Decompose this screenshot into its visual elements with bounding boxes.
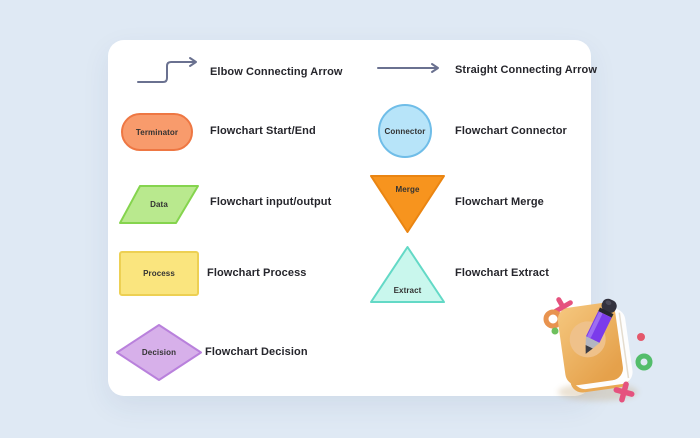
data-shape: Data bbox=[118, 184, 200, 225]
connector-shape: Connector bbox=[377, 103, 433, 159]
terminator-pill bbox=[121, 113, 193, 151]
extract-shape: Extract bbox=[369, 245, 446, 304]
elbow-arrow-icon bbox=[136, 56, 202, 88]
green-dot-icon bbox=[551, 327, 559, 335]
pencil-eraser-cap bbox=[601, 298, 617, 313]
notebook-pencil-illustration bbox=[536, 288, 668, 410]
process-rectangle bbox=[119, 251, 199, 296]
elbow-arrow-title: Elbow Connecting Arrow bbox=[210, 66, 343, 78]
elbow-arrow-line bbox=[137, 61, 196, 83]
legend-card bbox=[108, 40, 591, 396]
connector-title: Flowchart Connector bbox=[455, 125, 567, 137]
data-parallelogram bbox=[119, 185, 199, 224]
pencil-cap-band bbox=[598, 307, 614, 318]
merge-title: Flowchart Merge bbox=[455, 196, 544, 208]
pencil-icon bbox=[585, 298, 617, 354]
terminator-title: Flowchart Start/End bbox=[210, 125, 316, 137]
straight-arrow-head bbox=[431, 63, 439, 73]
pencil-collar bbox=[585, 336, 600, 349]
decision-shape: Decision bbox=[115, 323, 203, 382]
elbow-arrow-head bbox=[189, 57, 197, 67]
extract-triangle bbox=[370, 246, 445, 303]
process-shape: Process bbox=[118, 250, 200, 297]
merge-triangle bbox=[370, 175, 445, 233]
data-title: Flowchart input/output bbox=[210, 196, 332, 208]
green-ring-icon bbox=[635, 353, 653, 371]
pencil-body-highlight bbox=[587, 312, 603, 338]
pencil-tip bbox=[585, 344, 593, 354]
straight-arrow-icon bbox=[376, 60, 444, 76]
notebook-icon bbox=[557, 302, 633, 393]
pencil-body bbox=[585, 311, 612, 343]
red-dot-icon bbox=[637, 333, 645, 341]
straight-arrow-title: Straight Connecting Arrow bbox=[455, 64, 598, 76]
extract-title: Flowchart Extract bbox=[455, 267, 550, 279]
process-title: Flowchart Process bbox=[207, 267, 307, 279]
connector-circle bbox=[378, 104, 432, 158]
pink-plus-icon bbox=[613, 381, 635, 403]
pencil-cap-highlight bbox=[605, 300, 612, 306]
notebook-page-seam bbox=[618, 312, 630, 379]
merge-shape: Merge bbox=[369, 174, 446, 234]
decision-diamond bbox=[116, 324, 202, 381]
terminator-shape: Terminator bbox=[120, 112, 194, 152]
decision-title: Flowchart Decision bbox=[205, 346, 308, 358]
